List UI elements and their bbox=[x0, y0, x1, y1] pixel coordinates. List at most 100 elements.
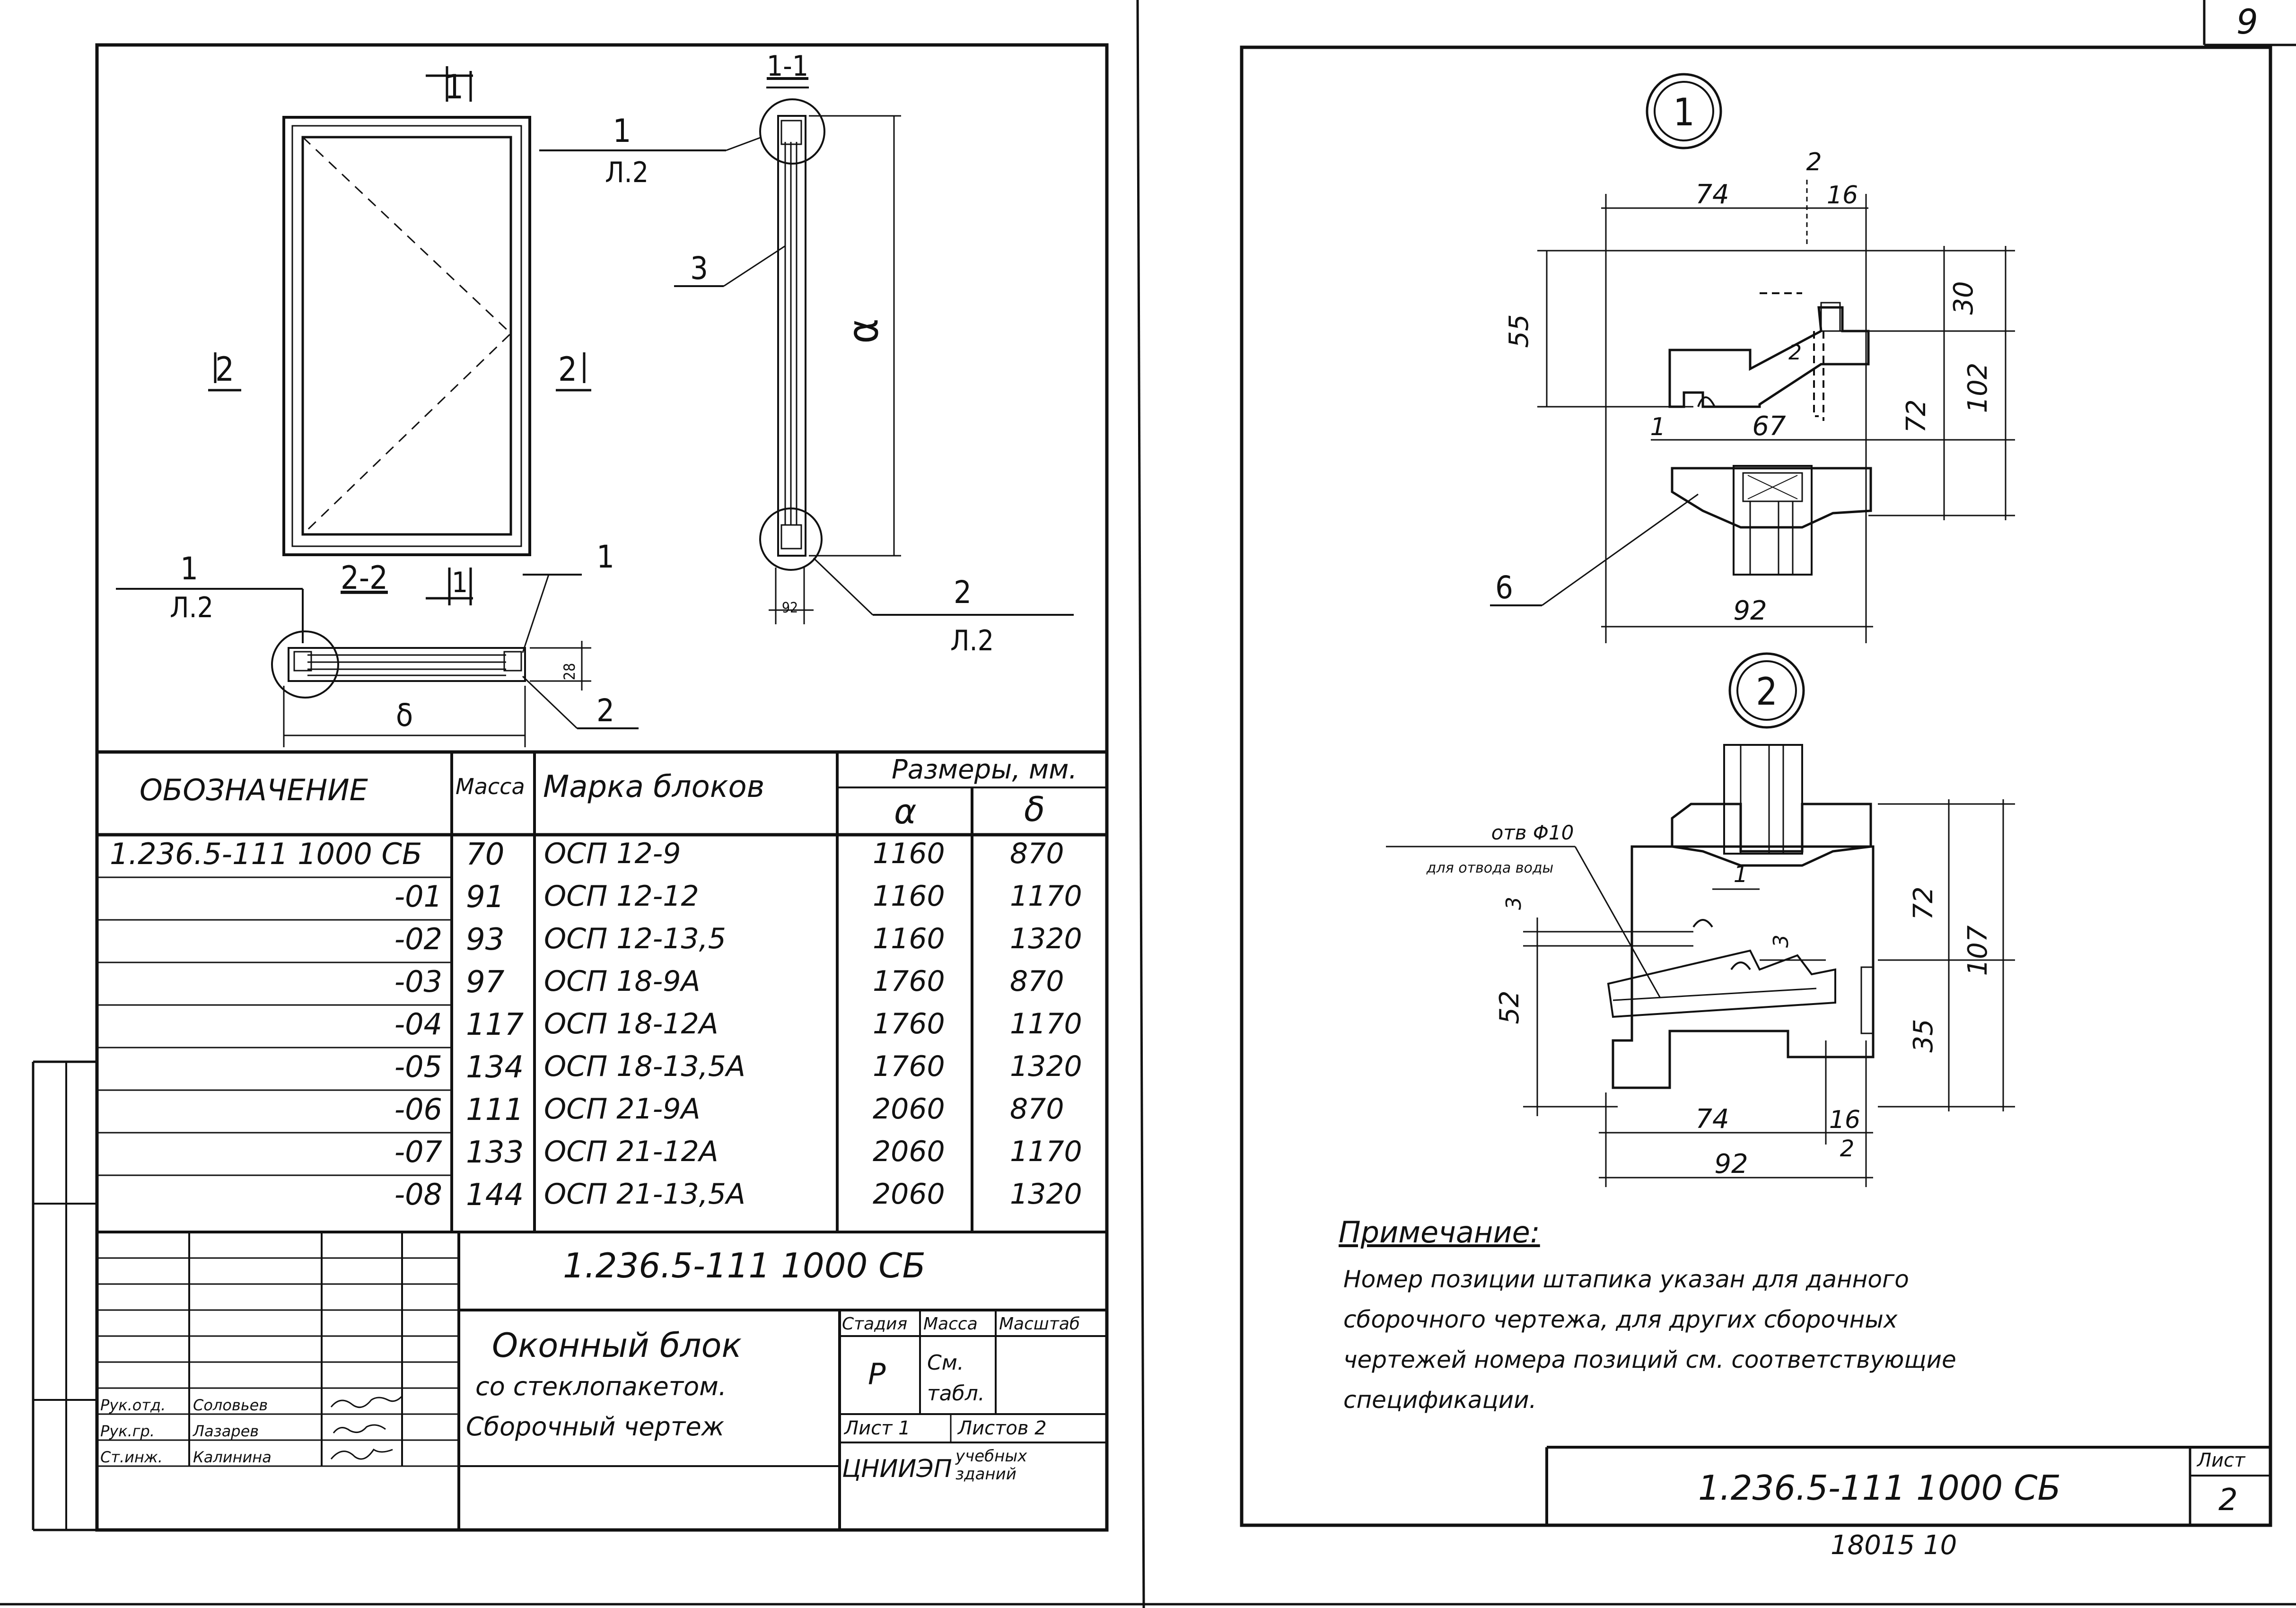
d2-dim-2: 2 bbox=[1840, 1136, 1855, 1162]
row-mark: ОСП 12-9 bbox=[544, 837, 681, 870]
section-2-2-mark: 1 bbox=[452, 566, 468, 599]
person-role-1: Рук.отд. bbox=[100, 1396, 166, 1414]
org-name: ЦНИИЭП bbox=[842, 1455, 952, 1483]
d2-dim-16: 16 bbox=[1829, 1106, 1860, 1134]
person-role-2: Рук.гр. bbox=[100, 1422, 155, 1440]
mass-value-1: См. bbox=[927, 1351, 964, 1375]
callout-2-right-sheet: Л.2 bbox=[950, 624, 994, 657]
mass-label: Масса bbox=[923, 1314, 978, 1334]
row-designation: -04 bbox=[394, 1007, 442, 1041]
row-size-b: 1320 bbox=[1010, 1178, 1082, 1211]
row-mass: 93 bbox=[466, 922, 505, 957]
d1-dim-16: 16 bbox=[1827, 181, 1858, 210]
org-sub-2: зданий bbox=[955, 1465, 1017, 1484]
title-line-3: Сборочный чертеж bbox=[466, 1412, 725, 1442]
stamp-sheet-label: Лист bbox=[2197, 1450, 2245, 1471]
row-designation: -08 bbox=[394, 1177, 442, 1212]
row-mass: 111 bbox=[466, 1092, 524, 1127]
person-name-1: Соловьев bbox=[193, 1396, 268, 1414]
row-mass: 70 bbox=[466, 837, 505, 872]
horizontal-section bbox=[271, 574, 639, 747]
page-number: 9 bbox=[2236, 2, 2258, 42]
detail-2-number: 2 bbox=[1756, 670, 1778, 714]
header-a: α bbox=[894, 792, 917, 831]
sheet-divider bbox=[1136, 0, 1145, 1608]
table-grid bbox=[97, 750, 1107, 1233]
d2-hole-line1: отв Φ10 bbox=[1491, 821, 1574, 844]
row-size-a: 2060 bbox=[873, 1135, 945, 1168]
callout-1-left-number: 1 bbox=[180, 551, 198, 587]
person-name-2: Лазарев bbox=[193, 1422, 259, 1440]
page-number-box bbox=[2203, 0, 2296, 46]
row-size-a: 1760 bbox=[873, 1050, 945, 1083]
row-mark: ОСП 18-9А bbox=[544, 965, 701, 998]
row-designation: -05 bbox=[394, 1049, 442, 1084]
note-title: Примечание: bbox=[1339, 1215, 1540, 1250]
d2-dim-72: 72 bbox=[1908, 886, 1939, 920]
section-mark-top: 1 bbox=[445, 68, 464, 106]
header-b: δ bbox=[1024, 789, 1045, 829]
callout-1-left-sheet: Л.2 bbox=[170, 591, 213, 624]
row-size-a: 1160 bbox=[873, 922, 945, 955]
header-mark: Марка блоков bbox=[543, 769, 765, 804]
row-size-a: 1760 bbox=[873, 1007, 945, 1040]
header-designation: ОБОЗНАЧЕНИЕ bbox=[140, 773, 368, 807]
d1-dim-55: 55 bbox=[1504, 314, 1534, 348]
header-sizes: Размеры, мм. bbox=[892, 754, 1078, 785]
row-mass: 134 bbox=[466, 1050, 524, 1085]
sheets-label: Листов 2 bbox=[958, 1417, 1047, 1439]
row-mass: 97 bbox=[466, 965, 505, 1000]
note-line-4: спецификации. bbox=[1343, 1386, 1537, 1414]
vertical-section bbox=[539, 87, 1074, 624]
row-mark: ОСП 21-9А bbox=[544, 1092, 701, 1126]
callout-1-top-number: 1 bbox=[613, 113, 631, 150]
d2-dim-74: 74 bbox=[1695, 1104, 1729, 1135]
d1-dim-30: 30 bbox=[1948, 281, 1979, 315]
row-size-a: 1160 bbox=[873, 837, 945, 870]
row-mark: ОСП 12-13,5 bbox=[544, 922, 726, 955]
row-mass: 133 bbox=[466, 1135, 524, 1170]
d2-dim-92: 92 bbox=[1714, 1149, 1748, 1180]
scale-label: Масштаб bbox=[999, 1314, 1080, 1334]
header-mass: Масса bbox=[456, 774, 525, 799]
row-size-b: 1170 bbox=[1010, 1007, 1082, 1040]
detail-1-drawing bbox=[1490, 73, 2015, 643]
row-mass: 144 bbox=[466, 1178, 524, 1213]
row-size-b: 870 bbox=[1010, 837, 1064, 870]
dim-92-label: 92 bbox=[782, 600, 798, 616]
row-designation: -02 bbox=[394, 922, 442, 956]
d1-dim-1: 1 bbox=[1650, 413, 1665, 441]
mass-value-2: табл. bbox=[927, 1381, 985, 1406]
d1-dim-2: 2 bbox=[1806, 148, 1822, 176]
d1-dim-2b: 2 bbox=[1788, 341, 1802, 365]
row-mark: ОСП 12-12 bbox=[544, 880, 699, 913]
d1-dim-67: 67 bbox=[1752, 411, 1786, 442]
row-mass: 117 bbox=[466, 1007, 524, 1042]
section-mark-right: 2 bbox=[558, 350, 577, 389]
right-frame bbox=[1240, 45, 2272, 1527]
callout-2-right-number: 2 bbox=[954, 574, 972, 611]
sheet-label: Лист 1 bbox=[844, 1417, 911, 1439]
section-1-1-label: 1-1 bbox=[767, 50, 808, 83]
note-line-3: чертежей номера позиций см. соответствую… bbox=[1343, 1346, 1956, 1373]
d2-dim-107: 107 bbox=[1963, 925, 1993, 976]
title-line-2: со стеклопакетом. bbox=[475, 1372, 727, 1401]
callout-3-number: 3 bbox=[690, 250, 708, 287]
row-size-b: 1320 bbox=[1010, 922, 1082, 955]
detail-2-drawing bbox=[1386, 652, 2015, 1187]
person-role-3: Ст.инж. bbox=[100, 1448, 163, 1466]
row-size-b: 870 bbox=[1010, 965, 1064, 998]
d1-callout-6: 6 bbox=[1495, 569, 1513, 606]
detail-1-number: 1 bbox=[1673, 90, 1695, 134]
row-size-b: 1320 bbox=[1010, 1050, 1082, 1083]
signatures bbox=[330, 1395, 403, 1460]
stage-value: Р bbox=[868, 1357, 886, 1391]
callout-1-bottom-number: 1 bbox=[596, 539, 614, 575]
row-designation: -03 bbox=[394, 964, 442, 999]
row-mark: ОСП 18-13,5А bbox=[544, 1050, 745, 1083]
d2-dim-3b: 3 bbox=[1769, 935, 1793, 948]
row-designation: -06 bbox=[394, 1092, 442, 1127]
org-sub-1: учебных bbox=[955, 1447, 1027, 1466]
row-size-b: 1170 bbox=[1010, 1135, 1082, 1168]
row-mark: ОСП 18-12А bbox=[544, 1007, 719, 1040]
